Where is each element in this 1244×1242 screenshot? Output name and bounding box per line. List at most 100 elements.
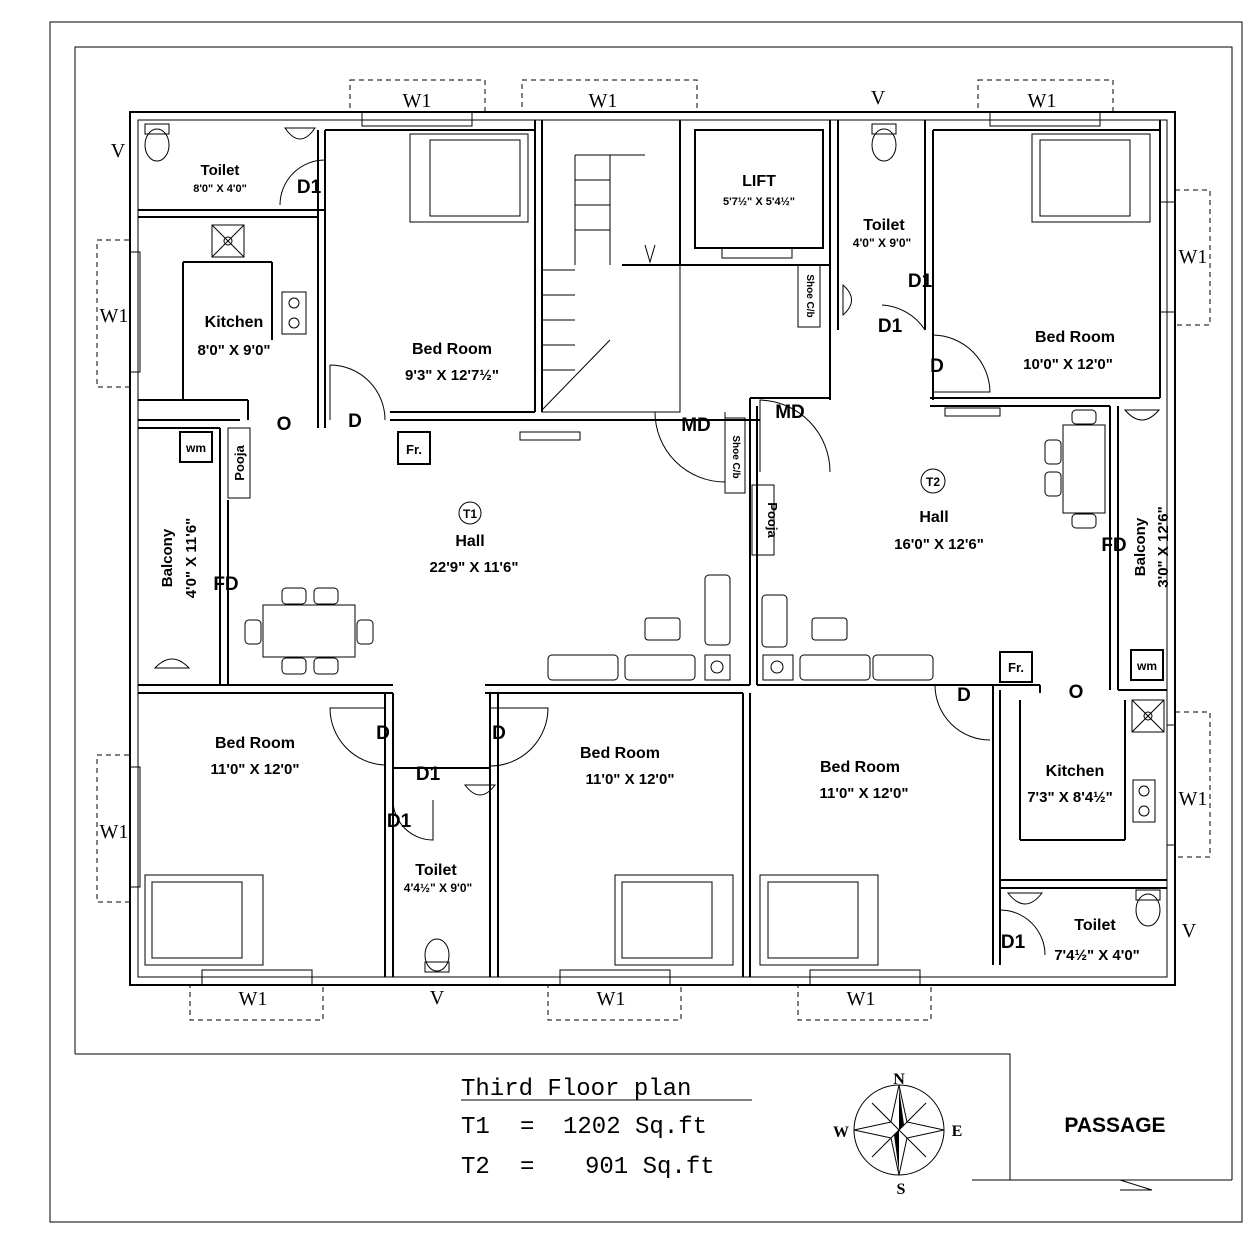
label-bed-sw: Bed Room [215,735,295,752]
washing-machine-t2 [1130,649,1164,681]
opening-o-t1: O [277,414,292,435]
label-pooja-t2: Pooja [765,502,780,538]
label-v-n: V [871,87,886,109]
passage-label: PASSAGE [1064,1114,1165,1137]
compass-rose: N S E W [833,1071,962,1198]
label-fridge-t1: Fr. [406,442,422,457]
tag-t1: T1 [463,507,477,521]
legend-title: Third Floor plan [461,1076,691,1103]
label-toilet-nw: Toilet [201,162,240,179]
size-kitchen-t2: 7'3" X 8'4½" [1027,789,1113,806]
legend-t2-value: 901 Sq.ft [585,1154,715,1181]
door-fd-t2: FD [1101,535,1126,556]
bed-s2 [614,874,734,966]
legend-t1-eq: = [520,1114,534,1141]
size-bed-n1: 9'3" X 12'7½" [405,367,499,384]
label-w1-south-2: W1 [597,988,626,1010]
legend-t2-label: T2 [461,1154,490,1181]
label-w1-north-1: W1 [403,90,432,112]
door-d-bed-sw: D [376,723,390,744]
area-legend: Third Floor plan T1 = 1202 Sq.ft T2 = 90… [461,1076,752,1181]
door-d1-toilet-s-2: D1 [387,811,412,832]
bed-n1 [409,133,529,223]
door-swings [279,159,1046,956]
door-d1-toilet-nw: D1 [297,177,322,198]
door-fd-t1: FD [213,574,238,595]
label-w1-north-2: W1 [589,90,618,112]
opening-o-t2: O [1069,682,1084,703]
passage-line [972,1179,1232,1191]
fixture-labels: LIFT 5'7½" X 5'4½" Fr. Fr. wm wm Pooja P… [185,173,1157,675]
size-kitchen-t1: 8'0" X 9'0" [197,342,270,359]
window-w1-east-1 [1159,189,1211,326]
tv-unit-t2 [944,407,1001,417]
window-w1-south-1 [189,969,324,1021]
door-d1-lobby: D1 [878,316,903,337]
door-md-t1: MD [681,415,711,436]
label-w1-east-2: W1 [1179,788,1208,810]
room-labels: Toilet 8'0" X 4'0" Kitchen 8'0" X 9'0" B… [159,162,1172,964]
window-w1-west-2 [96,754,141,903]
size-hall-t2: 16'0" X 12'6" [894,536,984,553]
outer-wall-inner [137,119,1168,978]
kitchen-sink-t2 [1131,699,1165,733]
dining-table-t1 [244,587,374,675]
label-bed-s2: Bed Room [580,745,660,762]
size-lift: 5'7½" X 5'4½" [723,196,795,208]
sofa-t2 [761,594,934,681]
size-bed-sw: 11'0" X 12'0" [211,761,300,778]
kitchen-sink-t1 [211,224,245,258]
size-toilet-nw: 8'0" X 4'0" [193,183,247,195]
size-toilet-se: 7'4½" X 4'0" [1054,947,1140,964]
compass-s: S [897,1181,906,1198]
window-w1-south-2 [547,969,682,1021]
compass-w: W [833,1124,849,1141]
label-w1-south-3: W1 [847,988,876,1010]
partitions [138,120,1167,977]
label-v-s: V [430,987,445,1009]
compass-e: E [952,1123,963,1140]
door-d-bed-n1: D [348,411,362,432]
washing-machine-t1 [179,431,213,463]
stove-t1 [281,291,307,335]
label-bed-n1: Bed Room [412,341,492,358]
label-pooja-t1: Pooja [232,445,247,481]
door-d1-toilet-se: D1 [1001,932,1026,953]
shoe-cabinet-lobby [797,264,821,328]
door-d1-toilet-n: D1 [908,271,933,292]
label-kitchen-t1: Kitchen [205,314,264,331]
label-w1-north-3: W1 [1028,90,1057,112]
size-toilet-s: 4'4½" X 9'0" [404,881,472,895]
pooja-t2 [751,484,775,556]
label-hall-t1: Hall [455,533,484,550]
toilet-fixtures [144,123,1161,973]
window-w1-south-3 [797,969,932,1021]
size-balcony-t2: 3'0" X 12'6" [1155,506,1172,587]
legend-t1-value: 1202 Sq.ft [563,1114,707,1141]
size-bed-ne: 10'0" X 12'0" [1023,356,1113,373]
legend-t2-eq: = [520,1154,534,1181]
label-w1-east-1: W1 [1179,246,1208,268]
lift-door [721,247,793,259]
label-fridge-t2: Fr. [1008,660,1024,675]
size-bed-s2: 11'0" X 12'0" [586,771,675,788]
door-md-t2: MD [775,402,805,423]
size-hall-t1: 22'9" X 11'6" [430,559,519,576]
window-w1-east-2 [1166,711,1211,858]
window-w1-west-1 [96,239,141,388]
shoe-cabinet-t1 [724,417,746,494]
label-balcony-t2: Balcony [1132,517,1149,576]
bed-sw [144,874,264,966]
label-wm-t2: wm [1136,659,1157,673]
door-d-bed-ne: D [930,356,944,377]
label-w1-west-1: W1 [100,305,129,327]
tag-t2: T2 [926,475,940,489]
dining-table-t2 [1044,409,1106,529]
bed-s3 [759,874,879,966]
label-shoe-lobby: Shoe C/b [804,274,815,317]
size-toilet-n: 4'0" X 9'0" [853,236,911,250]
label-bed-s3: Bed Room [820,759,900,776]
label-kitchen-t2: Kitchen [1046,763,1105,780]
label-bed-ne: Bed Room [1035,329,1115,346]
label-shoe-t1: Shoe C/b [730,435,741,478]
